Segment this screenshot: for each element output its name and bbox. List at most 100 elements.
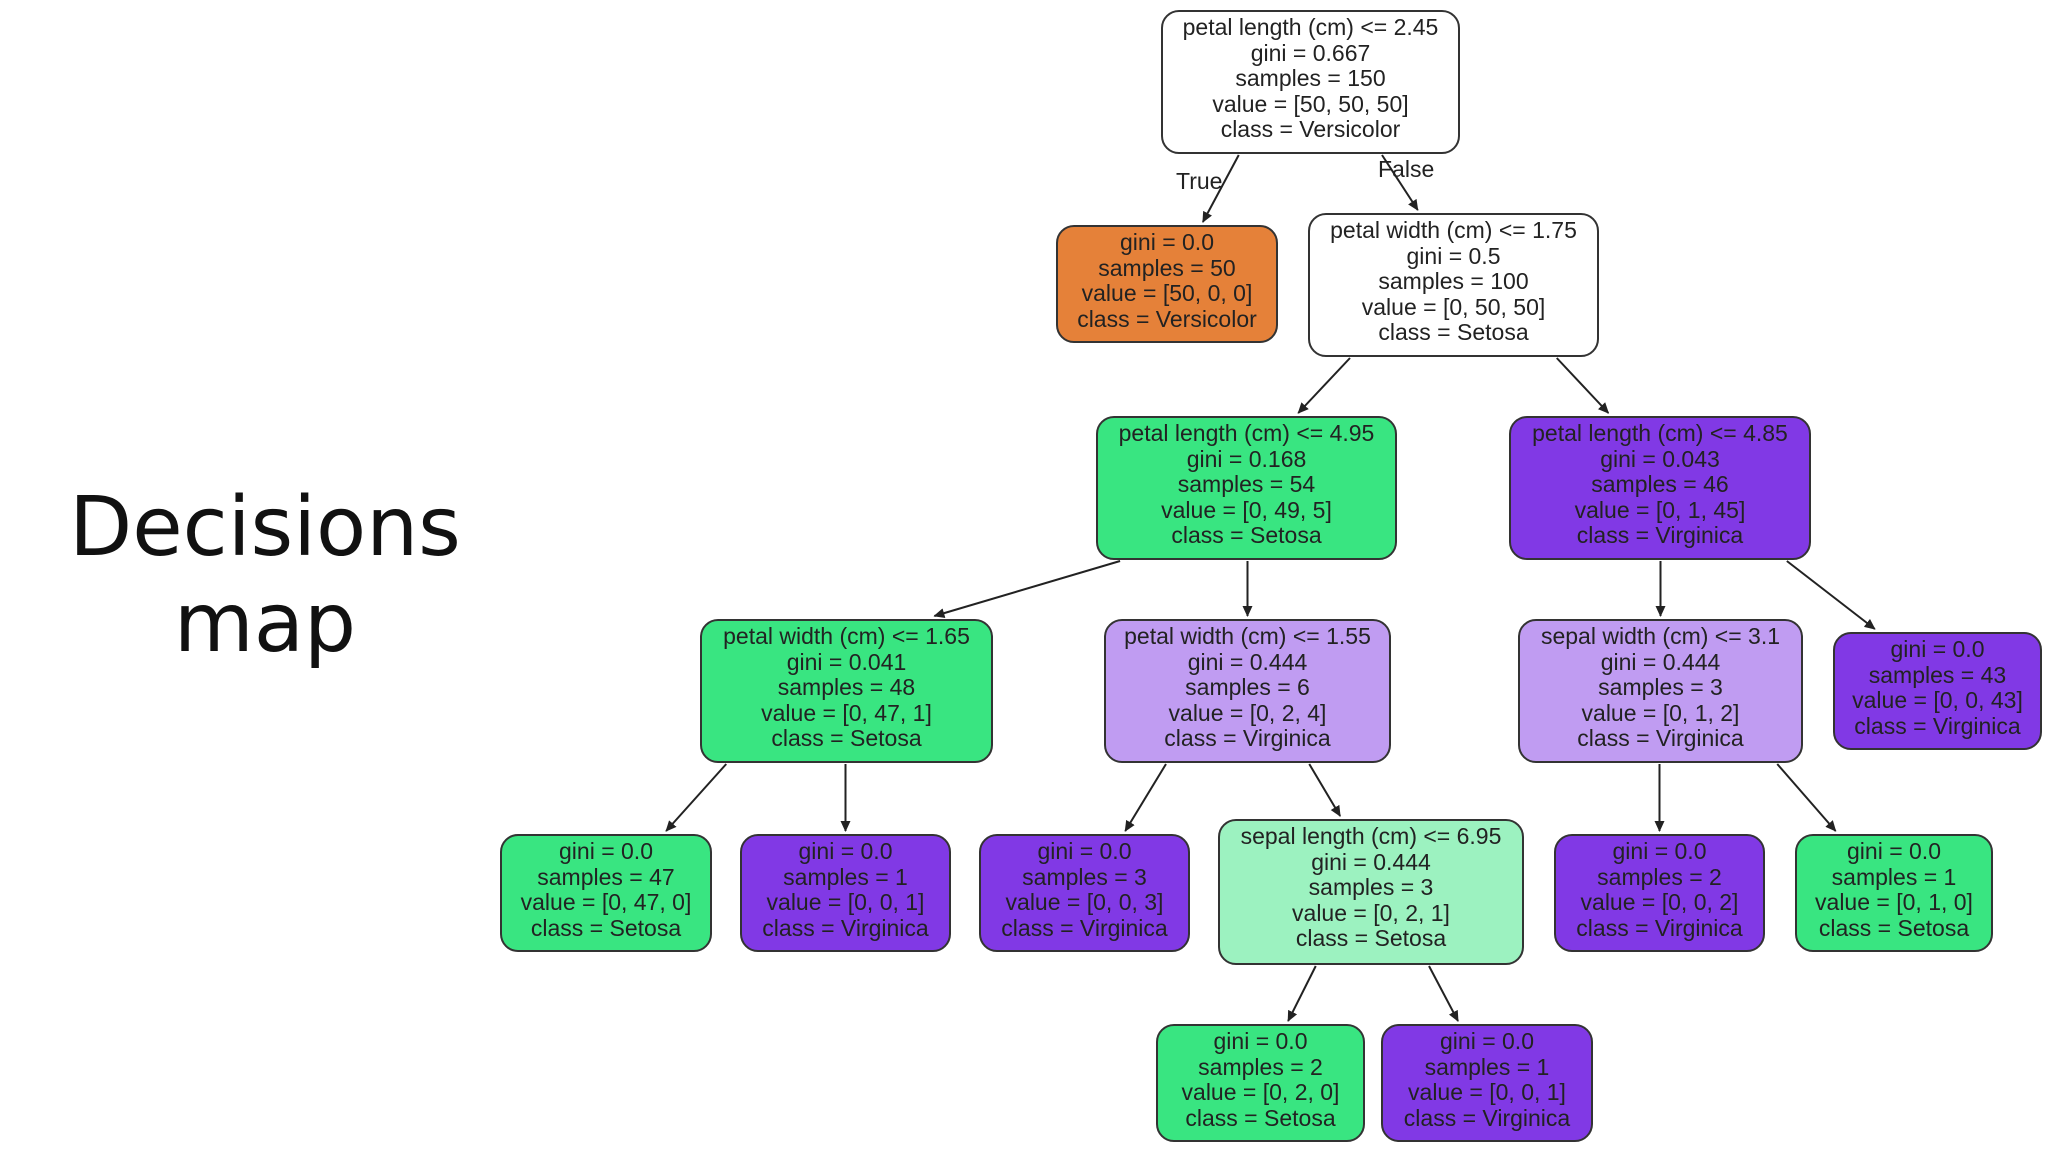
node-text-line: samples = 54 [1177, 471, 1316, 497]
node-text-line: samples = 3 [1022, 863, 1147, 890]
node-text-line: petal length (cm) <= 4.85 [1532, 420, 1788, 446]
node-text-line: samples = 3 [1598, 674, 1723, 700]
tree-edge-n2-n3 [1297, 357, 1351, 414]
node-text-line: gini = 0.0 [1612, 838, 1707, 864]
node-text-line: class = Setosa [771, 725, 922, 751]
node-text-line: petal width (cm) <= 1.75 [1330, 217, 1577, 243]
node-text-line: value = [0, 0, 1] [1408, 1079, 1566, 1105]
node-text-line: samples = 2 [1597, 863, 1722, 890]
tree-edge-n4-n8 [1786, 560, 1876, 630]
tree-edge-n6-n12 [1308, 763, 1341, 817]
node-text-line: samples = 2 [1198, 1053, 1323, 1080]
node-text-line: petal width (cm) <= 1.55 [1124, 623, 1371, 649]
node-text-line: class = Setosa [1818, 914, 1970, 941]
node-text-line: class = Virginica [1577, 725, 1744, 751]
node-text-line: samples = 150 [1235, 65, 1386, 91]
edge-label-true: True [1176, 168, 1223, 194]
node-text-line: value = [0, 1, 45] [1574, 496, 1746, 523]
edge-label-false: False [1378, 156, 1435, 182]
node-text-line: gini = 0.0 [798, 838, 893, 864]
node-text-line: gini = 0.0 [559, 838, 653, 864]
node-text-line: sepal length (cm) <= 6.95 [1240, 823, 1502, 849]
node-text-line: samples = 47 [537, 863, 675, 890]
node-text-line: gini = 0.444 [1311, 848, 1431, 875]
node-text-line: gini = 0.0 [1890, 636, 1985, 662]
node-text-line: value = [0, 47, 0] [520, 889, 692, 915]
node-text-line: gini = 0.041 [786, 648, 907, 675]
node-text-line: class = Virginica [1001, 914, 1168, 941]
node-text-line: samples = 48 [777, 674, 916, 700]
node-text-line: petal length (cm) <= 2.45 [1182, 14, 1439, 40]
node-text-line: samples = 43 [1868, 661, 2007, 688]
node-text-line: class = Virginica [1164, 725, 1331, 751]
node-text-line: samples = 46 [1591, 471, 1729, 497]
node-text-line: value = [0, 47, 1] [761, 699, 932, 726]
node-text-line: class = Virginica [1403, 1104, 1571, 1131]
node-text-line: petal width (cm) <= 1.65 [723, 623, 970, 649]
node-text-line: value = [0, 2, 0] [1181, 1079, 1340, 1105]
slide-title: Decisions map [40, 480, 490, 672]
node-text-line: value = [0, 0, 2] [1580, 889, 1739, 915]
node-text-line: gini = 0.0 [1037, 838, 1132, 864]
node-text-line: value = [0, 0, 3] [1005, 889, 1164, 915]
node-text-line: gini = 0.444 [1600, 648, 1721, 675]
node-text-line: class = Setosa [530, 914, 682, 941]
node-text-line: samples = 1 [1424, 1053, 1550, 1080]
node-text-line: gini = 0.444 [1187, 648, 1308, 675]
node-text-line: samples = 100 [1378, 268, 1529, 294]
node-text-line: value = [0, 2, 1] [1292, 899, 1450, 926]
node-text-line: value = [0, 1, 2] [1581, 699, 1740, 726]
tree-edge-n2-n4 [1556, 357, 1610, 414]
node-text-line: value = [0, 0, 1] [766, 889, 925, 915]
node-text-line: gini = 0.0 [1213, 1028, 1308, 1054]
node-text-line: petal length (cm) <= 4.95 [1118, 420, 1375, 446]
node-text-line: class = Virginica [1576, 522, 1744, 548]
node-text-line: samples = 1 [1831, 863, 1957, 890]
tree-edge-n7-n14 [1776, 763, 1837, 832]
node-text-line: samples = 1 [783, 863, 908, 890]
node-text-line: class = Versicolor [1077, 305, 1257, 332]
node-text-line: class = Setosa [1171, 522, 1322, 548]
node-text-line: class = Virginica [1854, 712, 2021, 739]
tree-edge-n5-n9 [665, 763, 727, 832]
node-text-line: value = [0, 50, 50] [1361, 293, 1546, 320]
node-text-line: value = [0, 2, 4] [1168, 699, 1327, 726]
tree-edge-n12-n16 [1428, 965, 1459, 1022]
node-text-line: class = Setosa [1378, 319, 1529, 345]
title-line-1: Decisions [69, 480, 461, 575]
tree-edge-n3-n5 [933, 560, 1121, 618]
node-text-line: samples = 3 [1308, 874, 1434, 900]
node-text-line: gini = 0.0 [1847, 838, 1941, 864]
node-text-line: class = Virginica [762, 914, 929, 941]
node-text-line: class = Setosa [1185, 1104, 1336, 1131]
node-text-line: class = Versicolor [1220, 116, 1401, 142]
node-text-line: gini = 0.168 [1186, 445, 1307, 472]
node-text-line: gini = 0.0 [1120, 229, 1214, 255]
node-text-line: value = [50, 50, 50] [1212, 90, 1409, 117]
node-text-line: gini = 0.5 [1406, 242, 1501, 269]
title-line-2: map [173, 576, 357, 671]
node-text-line: value = [0, 49, 5] [1161, 496, 1332, 523]
node-text-line: value = [0, 1, 0] [1815, 889, 1973, 915]
node-text-line: gini = 0.667 [1250, 39, 1371, 66]
node-text-line: samples = 50 [1098, 254, 1236, 281]
node-text-line: samples = 6 [1185, 674, 1310, 700]
node-text-line: value = [50, 0, 0] [1081, 280, 1253, 306]
